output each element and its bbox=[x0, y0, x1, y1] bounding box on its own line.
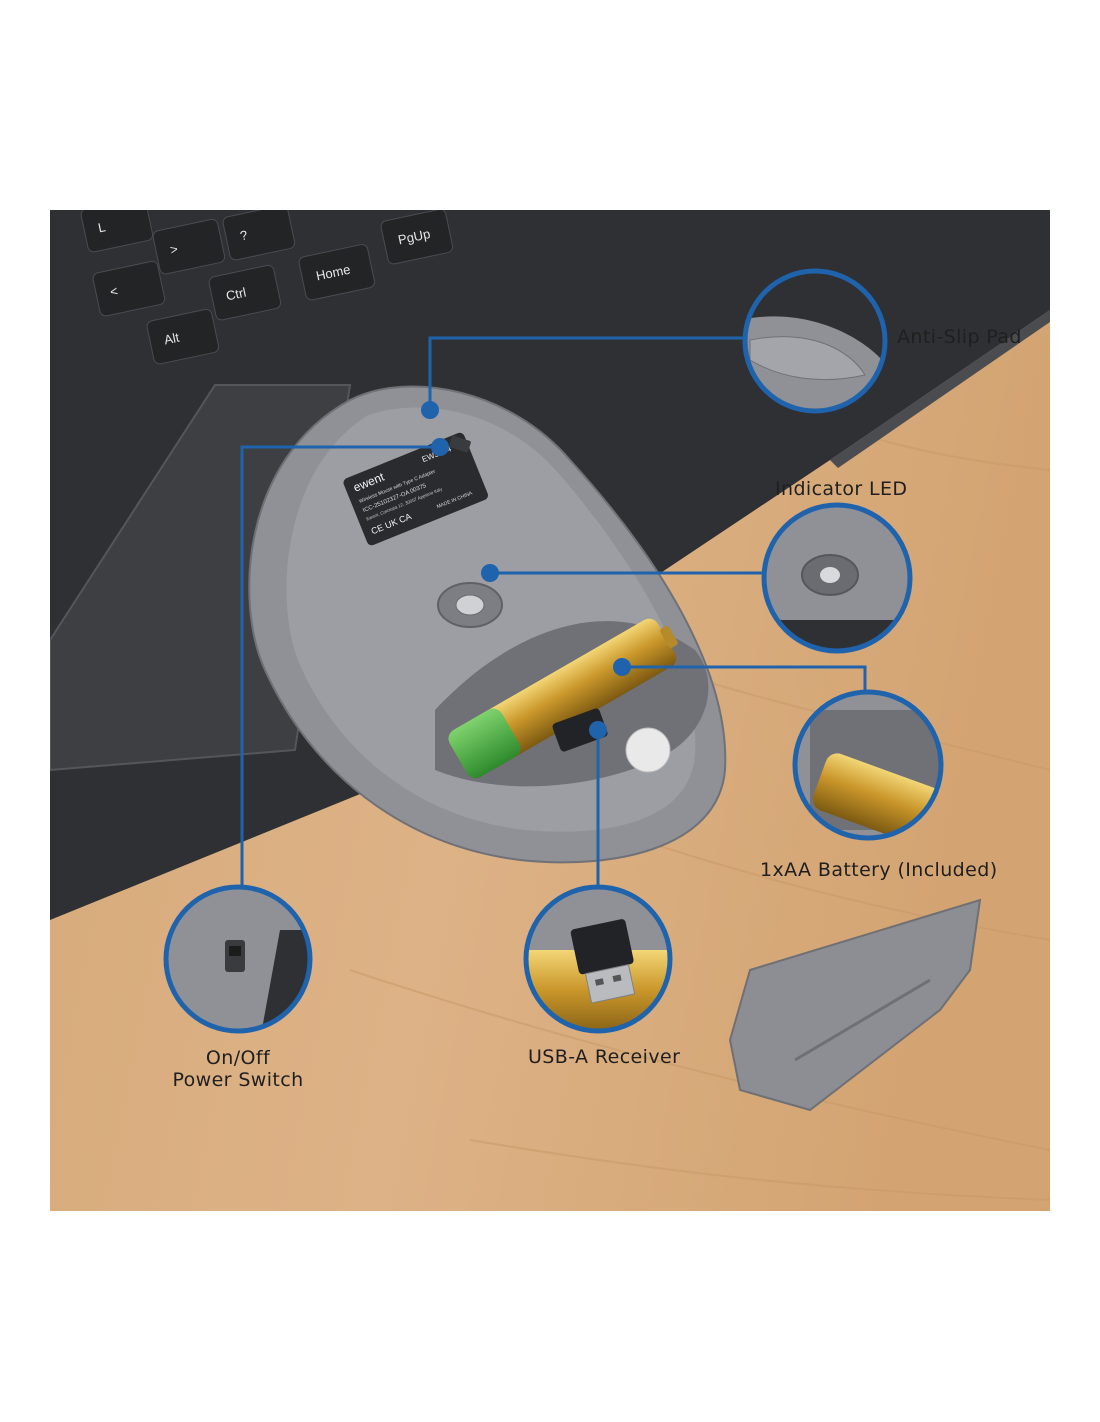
battery-cover-groove bbox=[794, 978, 931, 1062]
callout-usb-receiver: USB-A Receiver bbox=[528, 1046, 681, 1068]
photo-scene: L > ? < Ctrl Alt bbox=[50, 210, 1050, 1211]
callout-power-switch-line1: On/Off bbox=[205, 1047, 271, 1069]
usb-receiver-stored bbox=[552, 708, 608, 752]
callout-indicator-led: Indicator LED bbox=[775, 478, 908, 500]
callout-dots bbox=[421, 401, 631, 739]
callout-power-switch-line2: Power Switch bbox=[172, 1069, 304, 1091]
key-home: Home bbox=[315, 262, 352, 284]
callout-anti-slip-pad: Anti-Slip Pad bbox=[897, 326, 1022, 348]
keyboard: L > ? < Ctrl Alt bbox=[80, 210, 454, 365]
key-ctrl: Ctrl bbox=[225, 285, 248, 304]
key-less: < bbox=[109, 283, 120, 299]
magnifier-anti-slip-pad bbox=[742, 268, 888, 414]
sensor-lens bbox=[455, 594, 485, 616]
qc-sticker bbox=[625, 727, 671, 773]
battery-cover bbox=[728, 898, 982, 1112]
key-l: L bbox=[97, 219, 107, 235]
key-pgup: PgUp bbox=[397, 226, 432, 247]
key-alt: Alt bbox=[163, 330, 181, 348]
callout-power-switch: On/Off Power Switch bbox=[158, 1047, 318, 1091]
callout-lines bbox=[240, 336, 867, 887]
key-greater: > bbox=[169, 241, 180, 257]
product-label: ewent EW3204 Wireless Mouse with Type C … bbox=[343, 432, 488, 546]
key-question: ? bbox=[239, 227, 249, 243]
power-switch-slot bbox=[449, 435, 471, 453]
callout-battery: 1xAA Battery (Included) bbox=[760, 859, 998, 881]
product-photo: L > ? < Ctrl Alt bbox=[50, 210, 1050, 1211]
